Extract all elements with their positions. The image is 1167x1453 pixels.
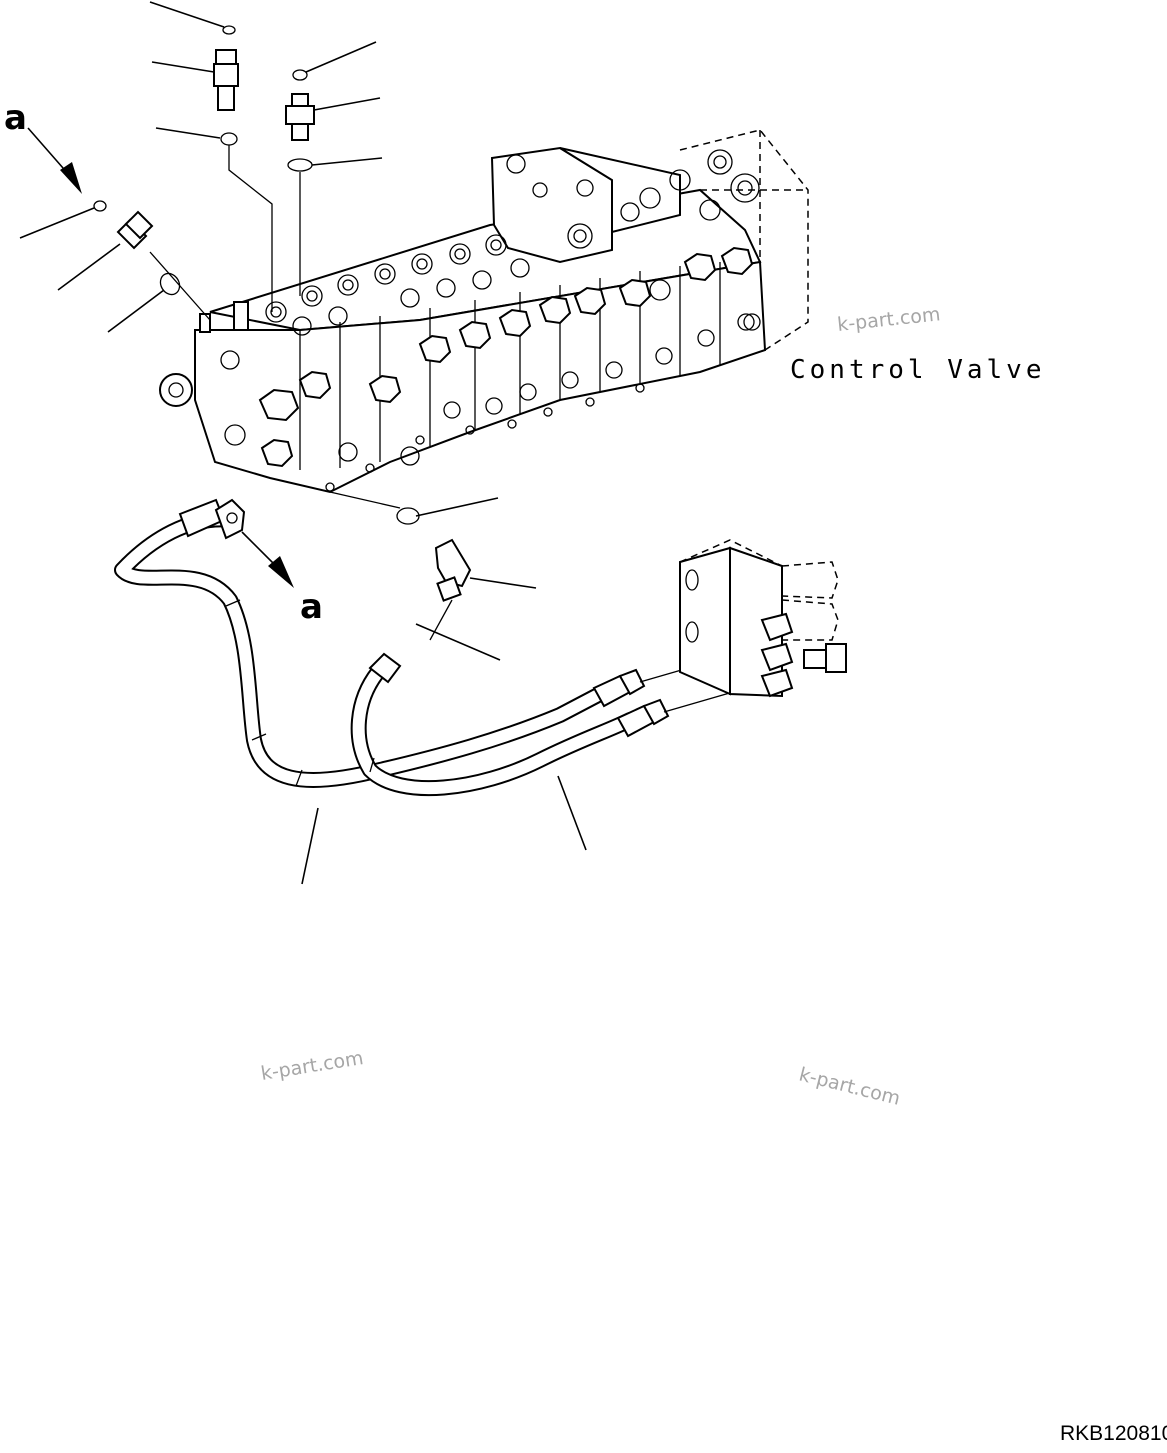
- drawing-code: RKB120810: [1060, 1422, 1167, 1445]
- watermark-3: k-part.com: [797, 1064, 903, 1110]
- fitting-group-top: [213, 25, 315, 312]
- watermark-2: k-part.com: [259, 1047, 365, 1085]
- leader-lines-lower: [415, 497, 537, 661]
- leader-lines-left: [19, 207, 165, 333]
- watermark-1: k-part.com: [836, 303, 941, 336]
- view-marker-a-bottom: a: [300, 587, 323, 627]
- leader-lines-top: [149, 1, 383, 166]
- control-valve-label: Control Valve: [790, 355, 1046, 385]
- view-marker-a-top: a: [4, 98, 27, 138]
- elbow-fitting-lower: [329, 491, 472, 641]
- hose-assembly: [114, 498, 670, 797]
- solenoid-valve-block: [679, 539, 847, 698]
- fitting-group-left: [93, 200, 211, 321]
- control-valve-assembly: [159, 129, 809, 494]
